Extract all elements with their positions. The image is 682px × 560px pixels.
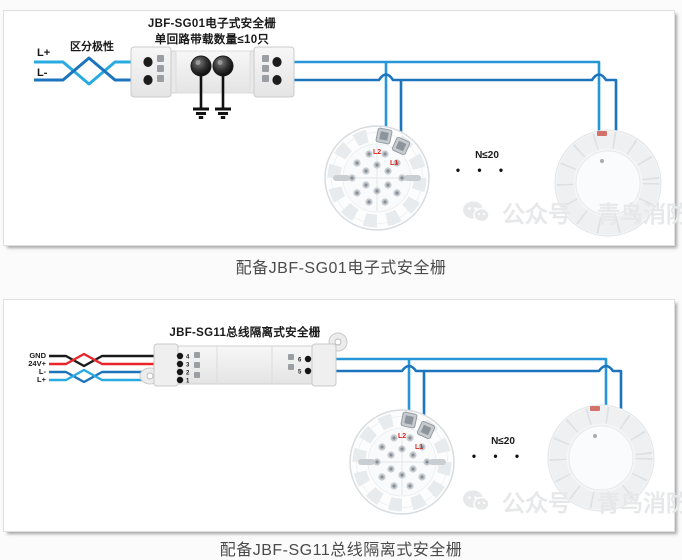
detector-count-label: N≤20 xyxy=(475,150,499,161)
diagram-panel-sg01: JBF-SG01电子式安全栅 单回路带载数量≤10只 区分极性 L+ L- L2… xyxy=(3,10,682,246)
polarity-label: 区分极性 xyxy=(70,41,114,53)
wire-label-l-minus: L- xyxy=(38,367,46,376)
terminal-numbers: 4 3 2 1 6 5 xyxy=(186,355,302,385)
sg01-barrier-device xyxy=(130,46,295,119)
wire-label-l-plus: L+ xyxy=(37,47,51,59)
input-wires-polarity-twist xyxy=(34,56,145,86)
detector-terminal-l1: L1 xyxy=(390,160,399,167)
input-wires xyxy=(49,352,180,384)
watermark-brand: 青鸟消防 xyxy=(597,490,682,516)
device-terminals xyxy=(176,352,312,384)
svg-text:2: 2 xyxy=(186,371,190,377)
sg11-device-title: JBF-SG11总线隔离式安全栅 xyxy=(169,327,321,339)
watermark: 公众号 青鸟消防 xyxy=(462,195,682,229)
sg11-wiring-diagram: 4 3 2 1 6 5 xyxy=(49,332,674,531)
watermark-prefix: 公众号 xyxy=(502,201,571,227)
wire-label-l-minus: L- xyxy=(37,67,48,79)
sg01-device-subtitle: 单回路带载数量≤10只 xyxy=(154,34,270,46)
test-knob-right xyxy=(212,55,234,77)
svg-text:4: 4 xyxy=(186,355,190,361)
test-knob-left xyxy=(190,55,212,77)
wechat-icon xyxy=(463,201,490,223)
figure-caption-sg11: 配备JBF-SG11总线隔离式安全栅 xyxy=(219,542,463,559)
continuation-dots: • • • xyxy=(471,449,527,463)
wechat-icon xyxy=(463,490,490,512)
detector-base-1 xyxy=(350,410,454,514)
sg01-wiring-diagram xyxy=(34,46,674,245)
detector-terminal-l2: L2 xyxy=(398,433,407,440)
figure-caption-sg01: 配备JBF-SG01电子式安全栅 xyxy=(235,260,447,277)
terminal-label-strips xyxy=(194,352,294,378)
device-terminals xyxy=(143,57,282,85)
wire-label-gnd: GND xyxy=(29,351,46,360)
svg-text:3: 3 xyxy=(186,363,190,369)
detector-terminal-l1: L1 xyxy=(415,444,424,451)
watermark: 公众号 青鸟消防 xyxy=(462,484,682,518)
wire-label-l-plus: L+ xyxy=(37,375,46,384)
detector-base-1 xyxy=(325,126,429,230)
input-wire-labels: GND 24V+ L- L+ xyxy=(18,352,46,384)
watermark-brand: 青鸟消防 xyxy=(597,201,682,227)
watermark-prefix: 公众号 xyxy=(502,490,571,516)
terminal-label-strips xyxy=(157,55,269,82)
ground-leads xyxy=(193,71,231,119)
svg-text:1: 1 xyxy=(186,379,190,385)
wire-label-24v: 24V+ xyxy=(28,359,46,368)
detector-terminal-l2: L2 xyxy=(373,149,382,156)
loop-bus-wires xyxy=(282,60,618,142)
diagram-panel-sg11: 4 3 2 1 6 5 JBF-SG11总线隔离式安全栅 GND 24V+ L-… xyxy=(3,299,682,532)
sg11-barrier-device: 4 3 2 1 6 5 xyxy=(139,332,348,387)
svg-text:5: 5 xyxy=(298,370,302,376)
sg01-device-title: JBF-SG01电子式安全栅 xyxy=(147,18,277,30)
svg-text:6: 6 xyxy=(298,358,302,364)
detector-count-label: N≤20 xyxy=(491,436,515,447)
continuation-dots: • • • xyxy=(455,163,511,177)
